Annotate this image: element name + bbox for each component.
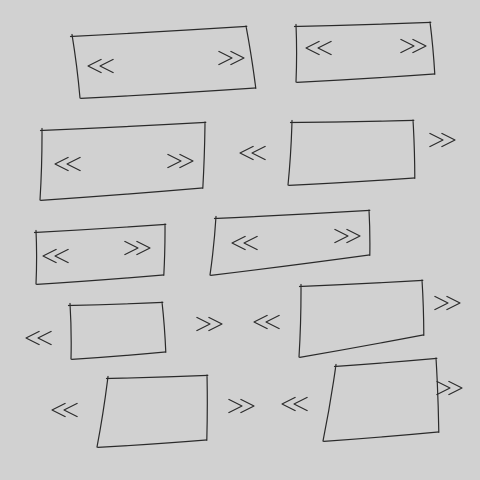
panel-6 bbox=[209, 209, 371, 276]
panel-box-outline bbox=[39, 121, 207, 201]
double-chevron-right-icon bbox=[218, 50, 245, 66]
double-chevron-left-icon bbox=[239, 145, 266, 161]
double-chevron-left-icon bbox=[305, 40, 332, 56]
double-chevron-right-icon bbox=[436, 380, 463, 396]
panel-8 bbox=[253, 279, 461, 358]
panel-9 bbox=[51, 374, 255, 448]
double-chevron-right-icon bbox=[167, 153, 194, 169]
double-chevron-right-icon bbox=[429, 132, 456, 148]
double-chevron-left-icon bbox=[281, 396, 308, 412]
panel-1 bbox=[69, 25, 257, 99]
double-chevron-left-icon bbox=[54, 156, 81, 172]
double-chevron-left-icon bbox=[25, 330, 52, 346]
panel-5 bbox=[33, 223, 167, 285]
panel-box-outline bbox=[67, 301, 167, 360]
panel-box-outline bbox=[287, 119, 416, 186]
panel-box-outline bbox=[322, 357, 440, 442]
double-chevron-right-icon bbox=[196, 316, 223, 332]
panel-7 bbox=[25, 301, 223, 360]
double-chevron-left-icon bbox=[87, 58, 114, 74]
panel-box-outline bbox=[209, 209, 371, 276]
panel-box-outline bbox=[33, 223, 167, 285]
double-chevron-right-icon bbox=[400, 38, 427, 54]
panel-box-outline bbox=[293, 21, 436, 83]
double-chevron-left-icon bbox=[51, 402, 78, 418]
panel-2 bbox=[293, 21, 436, 83]
panel-box-outline bbox=[69, 25, 257, 99]
double-chevron-left-icon bbox=[42, 248, 69, 264]
panel-4 bbox=[239, 119, 456, 186]
double-chevron-left-icon bbox=[253, 314, 280, 330]
double-chevron-right-icon bbox=[334, 228, 361, 244]
panel-3 bbox=[39, 121, 207, 201]
panel-box-outline bbox=[96, 374, 209, 448]
double-chevron-right-icon bbox=[228, 398, 255, 414]
panel-box-outline bbox=[298, 279, 425, 358]
double-chevron-right-icon bbox=[124, 240, 151, 256]
double-chevron-left-icon bbox=[231, 235, 258, 251]
panel-10 bbox=[281, 357, 463, 442]
double-chevron-right-icon bbox=[434, 295, 461, 311]
